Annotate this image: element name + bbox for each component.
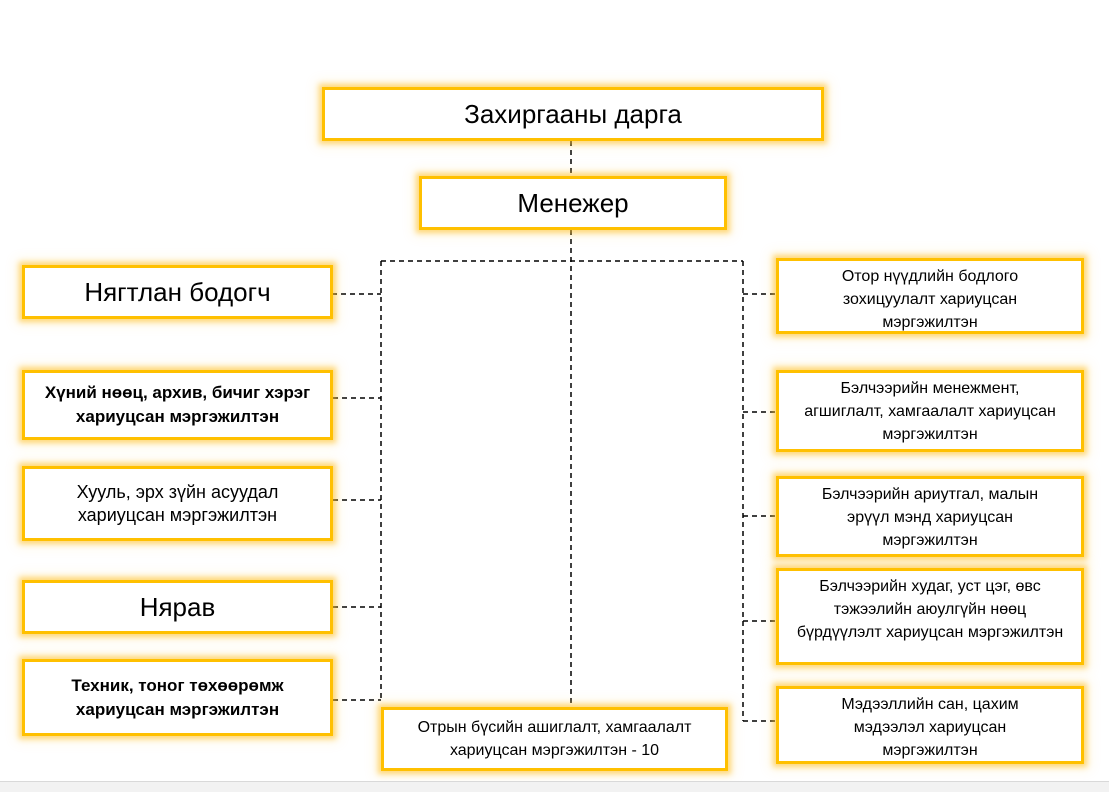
node-water: Бэлчээрийн худаг, уст цэг, өвс тэжээлийн… bbox=[776, 568, 1084, 665]
node-sanitation-label: Бэлчээрийн ариутгал, малын эрүүл мэнд ха… bbox=[821, 486, 1039, 549]
node-legal: Хууль, эрх зүйн асуудал хариуцсан мэргэж… bbox=[22, 466, 333, 541]
node-legal-label: Хууль, эрх зүйн асуудал хариуцсан мэргэж… bbox=[76, 481, 279, 525]
node-database-label: Мэдээллийн сан, цахим мэдээлэл хариуцсан… bbox=[841, 696, 1019, 759]
node-accountant-label: Нягтлан бодогч bbox=[84, 276, 271, 307]
node-manager-label: Менежер bbox=[517, 187, 629, 218]
node-accountant: Нягтлан бодогч bbox=[22, 265, 333, 319]
node-director: Захиргааны дарга bbox=[322, 87, 824, 141]
node-zone-label: Отрын бүсийн ашиглалт, хамгаалалт хариуц… bbox=[417, 719, 692, 759]
node-pasture-mgmt-label: Бэлчээрийн менежмент, агшиглалт, хамгаал… bbox=[804, 379, 1056, 443]
node-manager: Менежер bbox=[419, 176, 727, 230]
node-technical: Техник, тоног төхөөрөмж хариуцсан мэргэж… bbox=[22, 659, 333, 736]
node-sanitation: Бэлчээрийн ариутгал, малын эрүүл мэнд ха… bbox=[776, 476, 1084, 557]
node-director-label: Захиргааны дарга bbox=[464, 98, 682, 129]
node-storekeeper: Нярав bbox=[22, 580, 333, 634]
node-migration-label: Отор нүүдлийн бодлого зохицуулалт хариуц… bbox=[841, 268, 1019, 331]
node-technical-label: Техник, тоног төхөөрөмж хариуцсан мэргэж… bbox=[71, 675, 284, 719]
node-water-label: Бэлчээрийн худаг, уст цэг, өвс тэжээлийн… bbox=[796, 578, 1064, 641]
node-migration: Отор нүүдлийн бодлого зохицуулалт хариуц… bbox=[776, 258, 1084, 334]
node-storekeeper-label: Нярав bbox=[139, 591, 216, 622]
node-pasture-mgmt: Бэлчээрийн менежмент, агшиглалт, хамгаал… bbox=[776, 370, 1084, 452]
node-zone: Отрын бүсийн ашиглалт, хамгаалалт хариуц… bbox=[381, 707, 728, 771]
node-database: Мэдээллийн сан, цахим мэдээлэл хариуцсан… bbox=[776, 686, 1084, 764]
bottom-strip bbox=[0, 781, 1109, 792]
node-hr: Хүний нөөц, архив, бичиг хэрэг хариуцсан… bbox=[22, 370, 333, 440]
node-hr-label: Хүний нөөц, архив, бичиг хэрэг хариуцсан… bbox=[44, 383, 311, 426]
